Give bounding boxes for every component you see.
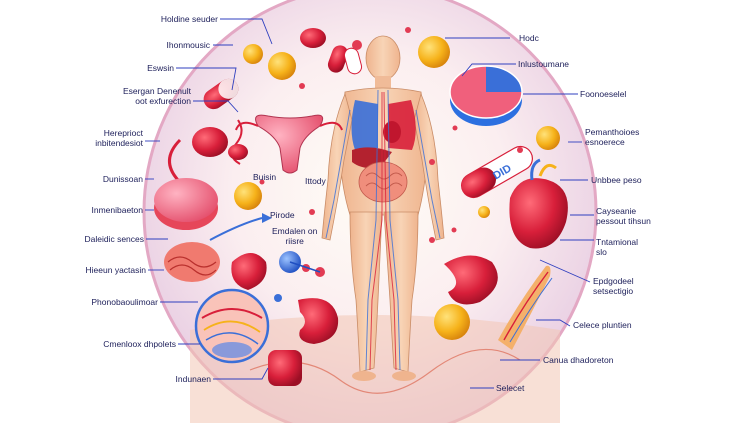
red-tissue-left [231, 253, 267, 290]
label-hereprioct: Hereprioct inbitendesiot [95, 128, 143, 148]
kidney-lower [298, 298, 339, 344]
red-blood-cell-left-1 [192, 127, 228, 157]
yellow-cell-cluster-1 [243, 44, 263, 64]
figure-intestine-coils [365, 172, 403, 190]
label-emdalen: Emdalen on riisre [272, 226, 318, 246]
capsule-cluster-top [327, 40, 363, 75]
label-ihonmousic: Ihonmousic [166, 40, 210, 50]
kidney-right [444, 255, 498, 305]
figure-arteries [369, 91, 397, 371]
label-esergan: Esergan Denenult oot exfurection [122, 86, 191, 106]
red-blood-cell-left-2 [228, 144, 248, 160]
leader-lines [145, 18, 594, 389]
label-hieeun: Hieeun yactasin [85, 265, 146, 275]
label-pemanthoioes: Pemanthoioes esnoerece [585, 127, 640, 147]
label-foonoeselel: Foonoeselel [580, 89, 627, 99]
heart-organ-right [509, 158, 568, 249]
figure-neck [375, 76, 391, 90]
figure-left-foot [352, 371, 376, 381]
tissue-floor [190, 315, 560, 423]
yellow-cell-right-1 [536, 126, 560, 150]
red-cube-lower [268, 350, 302, 386]
label-tntamional: Tntamional slo [596, 237, 639, 257]
yellow-cell-top-right [418, 36, 450, 68]
label-inlustoumane: Inlustoumane [518, 59, 570, 69]
red-blood-cell-top [300, 28, 326, 48]
molecule-chain [274, 251, 325, 302]
label-selecet: Selecet [496, 383, 525, 393]
yellow-cell-left [234, 182, 262, 210]
label-daleidic: Daleidic sences [84, 234, 144, 244]
label-indunaen: Indunaen [175, 374, 211, 384]
label-inmenibaeton: Inmenibaeton [91, 205, 143, 215]
human-figure [321, 35, 445, 381]
magnified-cells-lens [194, 288, 270, 364]
figure-right-lung [351, 100, 378, 150]
muscle-tissue-oval [164, 242, 220, 282]
label-pirode: Pirode [270, 210, 295, 220]
label-phonobaoulimoar: Phonobaoulimoar [91, 297, 158, 307]
pink-tissue-disc [154, 178, 218, 230]
label-epdgodeel: Epdgodeel setsectigio [593, 276, 634, 296]
figure-left-arm [321, 92, 353, 241]
label-eswsin: Eswsin [147, 63, 174, 73]
label-dunissoan: Dunissoan [102, 174, 143, 184]
uterus-organ [235, 114, 343, 174]
muscle-bundle-right [498, 265, 553, 350]
yellow-cell-right-2 [478, 206, 490, 218]
label-celece: Celece pluntien [573, 320, 632, 330]
figure-right-arm [413, 92, 445, 241]
label-buisin: Buisin [253, 172, 277, 182]
yellow-cell-cluster-2 [268, 52, 296, 80]
figure-heart [383, 121, 401, 143]
tissue-cross-section [449, 65, 523, 126]
figure-head [365, 35, 401, 81]
pill-capsule-right: DID [461, 145, 533, 199]
yellow-cell-bottom-right [434, 304, 470, 340]
label-holdine-seuder: Holdine seuder [160, 14, 218, 24]
scattered-particles [259, 27, 523, 243]
figure-veins [325, 89, 441, 371]
label-canua: Canua dhadoreton [543, 355, 614, 365]
label-unbbee-peso: Unbbee peso [591, 175, 642, 185]
label-hodc: Hodc [519, 33, 539, 43]
figure-left-leg [349, 211, 383, 373]
label-cmenloox: Cmenloox dhpolets [103, 339, 176, 349]
vessel-arrow-blue [209, 217, 263, 241]
figure-right-foot [392, 371, 416, 381]
arrow-head-blue [262, 213, 272, 223]
figure-right-leg [383, 211, 419, 373]
label-cayseanie: Cayseanie pessout tihsun [596, 206, 651, 226]
figure-intestines [358, 161, 408, 203]
label-ittody: Ittody [305, 176, 326, 186]
